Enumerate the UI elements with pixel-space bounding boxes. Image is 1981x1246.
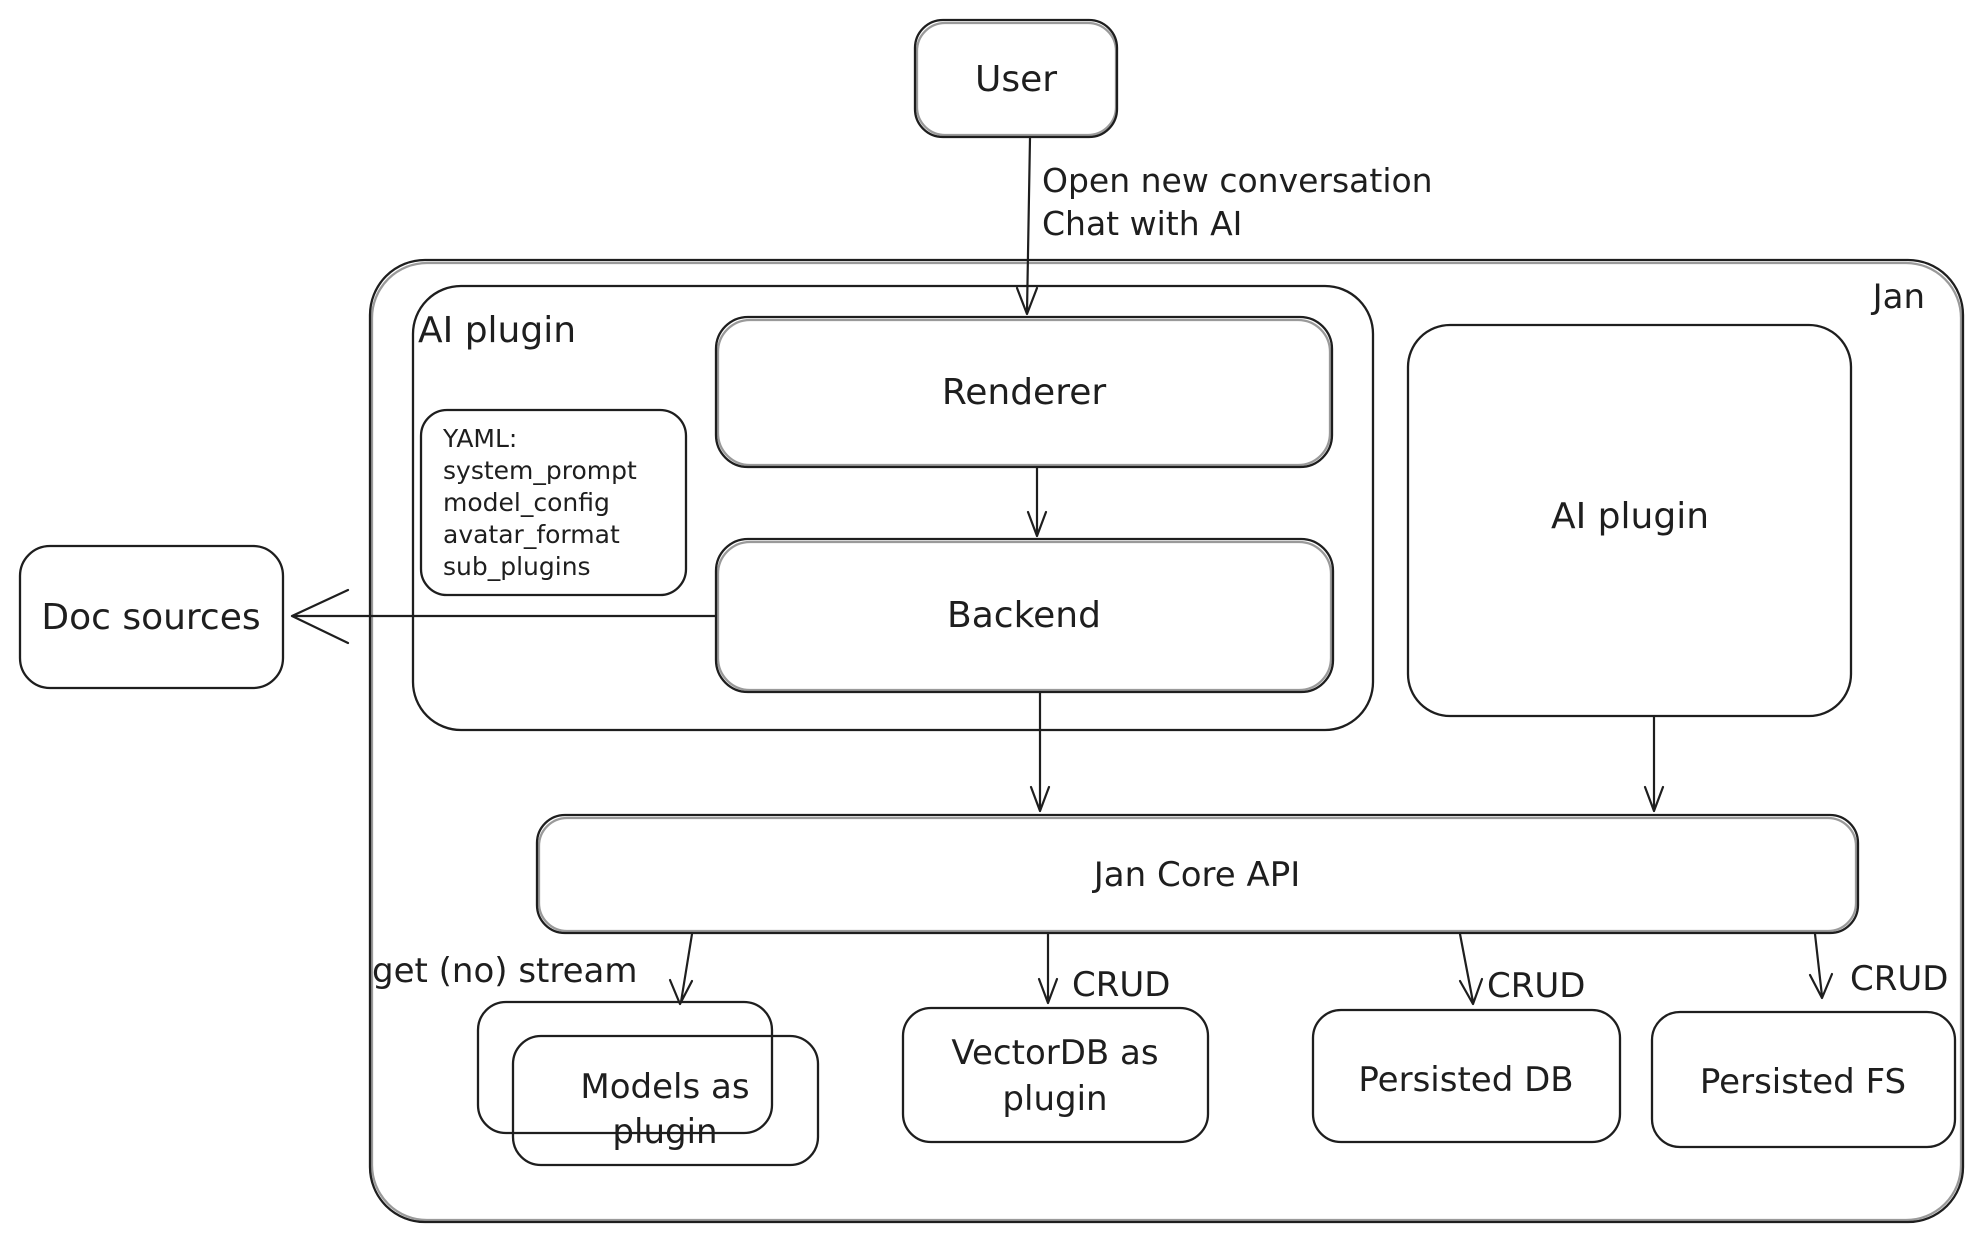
user-node — [913, 18, 1119, 139]
arrow-user-to-renderer — [1015, 136, 1039, 316]
ai-plugin-container-label: AI plugin — [418, 310, 576, 351]
user-node-label: User — [975, 59, 1057, 100]
jan-container — [368, 258, 1965, 1224]
arrow-api-to-vectordb — [1037, 932, 1059, 1005]
vectordb-label-line1: VectorDB as — [951, 1033, 1158, 1073]
ai-plugin-node-label: AI plugin — [1551, 496, 1709, 537]
models-as-plugin-node-back — [476, 1000, 774, 1135]
persisted-db-label: Persisted DB — [1358, 1060, 1573, 1100]
jan-core-api-node-label: Jan Core API — [1092, 855, 1301, 895]
yaml-note-line1: YAML: — [442, 424, 517, 453]
yaml-note-line5: sub_plugins — [443, 552, 591, 581]
jan-container-sketch-line — [370, 261, 1963, 1222]
jan-core-api-node — [535, 813, 1860, 935]
vectordb-node — [901, 1006, 1210, 1144]
models-as-plugin-label-line1: Models as — [580, 1067, 749, 1107]
arrow-api-to-models — [668, 932, 694, 1006]
yaml-note-line2: system_prompt — [443, 456, 637, 485]
models-as-plugin-label-line2: plugin — [612, 1112, 717, 1152]
arrow-backend-to-doc-sources — [290, 588, 718, 645]
backend-node-sketch-line — [716, 540, 1333, 692]
yaml-note-line3: model_config — [443, 488, 610, 517]
renderer-node-sketch-line — [716, 318, 1332, 467]
edge-user-label-line2: Chat with AI — [1042, 204, 1242, 243]
edge-crud-persisted-db-label: CRUD — [1487, 966, 1585, 1006]
ai-plugin-node — [1406, 323, 1853, 718]
renderer-node — [714, 315, 1334, 469]
user-node-sketch-line — [915, 21, 1118, 137]
doc-sources-node-label: Doc sources — [41, 597, 260, 638]
yaml-note — [419, 408, 688, 597]
ai-plugin-container — [411, 284, 1375, 732]
persisted-fs-label: Persisted FS — [1700, 1062, 1906, 1102]
arrow-ai-plugin-to-api — [1643, 715, 1665, 813]
vectordb-label-line2: plugin — [1002, 1079, 1107, 1119]
edge-get-no-stream-label: get (no) stream — [372, 951, 637, 991]
persisted-fs-node — [1650, 1010, 1957, 1149]
edge-crud-vectordb-label: CRUD — [1072, 965, 1170, 1005]
arrow-renderer-to-backend — [1026, 466, 1048, 538]
backend-node-label: Backend — [947, 595, 1101, 636]
arrow-backend-to-api — [1029, 691, 1051, 813]
jan-container-label: Jan — [1871, 277, 1925, 317]
jan-core-api-node-sketch-line — [537, 816, 1858, 933]
models-as-plugin-node — [511, 1034, 820, 1167]
arrow-api-to-persisted-fs — [1808, 932, 1834, 1000]
persisted-db-node — [1311, 1008, 1622, 1144]
arrow-api-to-persisted-db — [1458, 932, 1484, 1006]
edge-crud-persisted-fs-label: CRUD — [1850, 959, 1948, 999]
renderer-node-label: Renderer — [942, 372, 1107, 413]
edge-user-label-line1: Open new conversation — [1042, 161, 1433, 200]
yaml-note-line4: avatar_format — [443, 520, 620, 549]
doc-sources-node — [18, 544, 285, 690]
